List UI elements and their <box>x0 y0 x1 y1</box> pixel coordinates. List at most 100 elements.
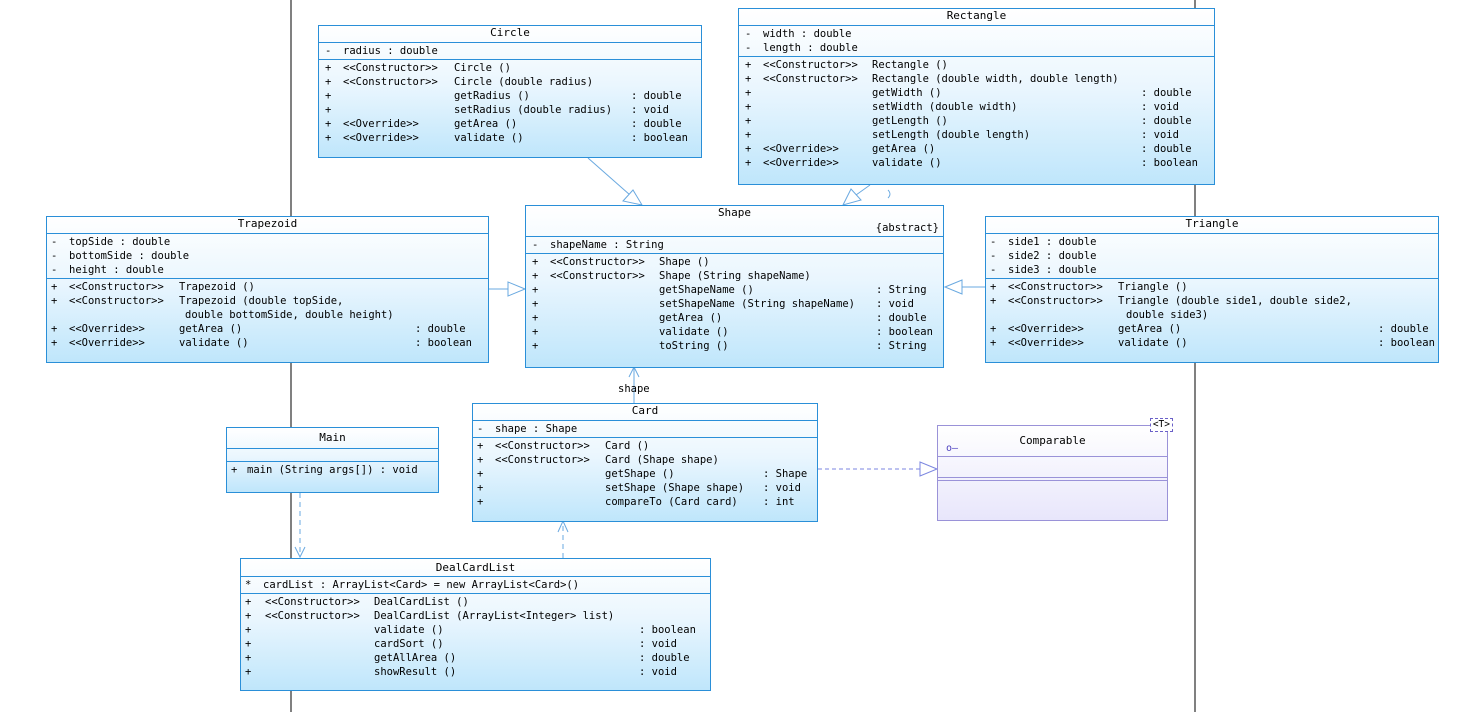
operation-row[interactable]: +getRadius (): double <box>319 89 701 103</box>
operation-row[interactable]: +validate (): boolean <box>526 325 943 339</box>
operation-row[interactable]: +<<Constructor>>Rectangle (double width,… <box>739 72 1214 86</box>
operation-row[interactable]: +<<Override>>validate (): boolean <box>739 156 1214 170</box>
operation-row[interactable]: +<<Override>>validate (): boolean <box>319 131 701 145</box>
attribute-row[interactable]: *cardList : ArrayList<Card> = new ArrayL… <box>241 578 710 592</box>
operation-row[interactable]: +<<Constructor>>Circle (double radius) <box>319 75 701 89</box>
operation-row[interactable]: +<<Constructor>>Trapezoid () <box>47 280 488 294</box>
operation-signature: validate () <box>374 624 444 636</box>
class-trapezoid[interactable]: Trapezoid -topSide : double-bottomSide :… <box>46 216 489 363</box>
attribute-row[interactable]: -height : double <box>47 263 488 277</box>
operation-row[interactable]: +main (String args[]) : void <box>227 463 438 477</box>
operation-row[interactable]: +<<Constructor>>Triangle () <box>986 280 1438 294</box>
operation-row[interactable]: +<<Constructor>>Shape () <box>526 255 943 269</box>
operation-row[interactable]: +showResult (): void <box>241 665 710 679</box>
operation-signature: setLength (double length) <box>872 129 1031 141</box>
operation-row[interactable]: double side3) <box>986 308 1438 322</box>
operation-stereotype: <<Override>> <box>343 118 419 130</box>
visibility-marker: + <box>532 256 539 268</box>
attribute-row[interactable]: -side3 : double <box>986 263 1438 277</box>
operation-row[interactable]: +<<Override>>getArea (): double <box>986 322 1438 336</box>
attribute-row[interactable]: -shape : Shape <box>473 422 817 436</box>
operation-stereotype: <<Constructor>> <box>343 76 438 88</box>
operation-row[interactable]: +<<Constructor>>Trapezoid (double topSid… <box>47 294 488 308</box>
operation-row[interactable]: +toString (): String <box>526 339 943 353</box>
association-role-label: shape <box>618 383 650 395</box>
operation-row[interactable]: +<<Override>>validate (): boolean <box>47 336 488 350</box>
return-type: : boolean <box>1378 337 1435 349</box>
operation-row[interactable]: +setWidth (double width): void <box>739 100 1214 114</box>
class-circle[interactable]: Circle -radius : double +<<Constructor>>… <box>318 25 702 158</box>
operation-stereotype: <<Constructor>> <box>763 73 858 85</box>
visibility-marker: + <box>745 129 752 141</box>
visibility-marker: + <box>745 73 752 85</box>
return-type: : String <box>876 284 927 296</box>
operation-row[interactable]: +<<Constructor>>Shape (String shapeName) <box>526 269 943 283</box>
operation-row[interactable]: +<<Override>>getArea (): double <box>319 117 701 131</box>
attributes-section: *cardList : ArrayList<Card> = new ArrayL… <box>241 577 710 594</box>
operation-signature: getArea () <box>1118 323 1182 335</box>
class-card[interactable]: Card -shape : Shape +<<Constructor>>Card… <box>472 403 818 522</box>
class-triangle[interactable]: Triangle -side1 : double-side2 : double-… <box>985 216 1439 363</box>
visibility-marker: - <box>51 264 58 276</box>
attribute-row[interactable]: -side1 : double <box>986 235 1438 249</box>
operation-row[interactable]: +cardSort (): void <box>241 637 710 651</box>
attribute-row[interactable]: -topSide : double <box>47 235 488 249</box>
abstract-stereotype: {abstract} <box>875 222 939 234</box>
visibility-marker: + <box>325 76 332 88</box>
visibility-marker: - <box>990 236 997 248</box>
operation-row[interactable]: +<<Override>>getArea (): double <box>47 322 488 336</box>
operation-row[interactable]: +getWidth (): double <box>739 86 1214 100</box>
operation-row[interactable]: +getArea (): double <box>526 311 943 325</box>
operation-signature: Trapezoid (double topSide, <box>179 295 344 307</box>
operation-row[interactable]: +getShapeName (): String <box>526 283 943 297</box>
operation-row[interactable]: +<<Override>>getArea (): double <box>739 142 1214 156</box>
attribute-row[interactable]: -bottomSide : double <box>47 249 488 263</box>
operation-row[interactable]: +<<Constructor>>DealCardList (ArrayList<… <box>241 609 710 623</box>
operation-signature: getLength () <box>872 115 948 127</box>
attribute-row[interactable]: -shapeName : String <box>526 238 943 252</box>
operation-row[interactable]: double bottomSide, double height) <box>47 308 488 322</box>
operation-row[interactable]: +<<Constructor>>Rectangle () <box>739 58 1214 72</box>
attribute-row[interactable]: -radius : double <box>319 44 701 58</box>
template-parameter: <T> <box>1149 418 1173 432</box>
operation-row[interactable]: + setLength (double length) : void <box>739 128 1214 142</box>
visibility-marker: + <box>231 464 238 476</box>
visibility-marker: + <box>51 323 58 335</box>
operation-row[interactable]: +getShape (): Shape <box>473 467 817 481</box>
operation-row[interactable]: +<<Constructor>>Triangle (double side1, … <box>986 294 1438 308</box>
operation-row[interactable]: +<<Constructor>>Card () <box>473 439 817 453</box>
operation-row[interactable]: +validate (): boolean <box>241 623 710 637</box>
class-name: Comparable <box>1019 434 1086 447</box>
return-type: : boolean <box>876 326 933 338</box>
attributes-section <box>938 457 1167 478</box>
attribute-text: radius : double <box>343 45 438 57</box>
return-type: : void <box>1141 129 1179 141</box>
visibility-marker: + <box>532 270 539 282</box>
operation-row[interactable]: +<<Constructor>>Circle () <box>319 61 701 75</box>
interface-comparable[interactable]: o— Comparable <T> <box>937 418 1173 521</box>
class-rectangle[interactable]: Rectangle -width : double-length : doubl… <box>738 8 1215 185</box>
operation-row[interactable]: +getAllArea (): double <box>241 651 710 665</box>
operation-row[interactable]: +setShape (Shape shape): void <box>473 481 817 495</box>
attribute-row[interactable]: -side2 : double <box>986 249 1438 263</box>
operation-row[interactable]: +setShapeName (String shapeName): void <box>526 297 943 311</box>
class-main[interactable]: Main +main (String args[]) : void <box>226 427 439 493</box>
return-type: : double <box>415 323 466 335</box>
attributes-section: -topSide : double-bottomSide : double-he… <box>47 234 488 279</box>
return-type: : void <box>1141 101 1179 113</box>
attribute-row[interactable]: -length : double <box>739 41 1214 55</box>
visibility-marker: + <box>477 496 484 508</box>
operation-signature: setShape (Shape shape) <box>605 482 745 494</box>
class-dealcardlist[interactable]: DealCardList *cardList : ArrayList<Card>… <box>240 558 711 691</box>
operation-row[interactable]: +setRadius (double radius): void <box>319 103 701 117</box>
operation-signature: validate () <box>1118 337 1188 349</box>
operation-row[interactable]: +getLength (): double <box>739 114 1214 128</box>
return-type: : boolean <box>631 132 688 144</box>
attribute-row[interactable]: -width : double <box>739 27 1214 41</box>
class-shape[interactable]: Shape {abstract} -shapeName : String +<<… <box>525 205 944 368</box>
operation-row[interactable]: +<<Constructor>>DealCardList () <box>241 595 710 609</box>
operation-row[interactable]: +<<Constructor>>Card (Shape shape) <box>473 453 817 467</box>
operation-row[interactable]: +<<Override>>validate (): boolean <box>986 336 1438 350</box>
visibility-marker: - <box>990 264 997 276</box>
operation-row[interactable]: +compareTo (Card card): int <box>473 495 817 509</box>
